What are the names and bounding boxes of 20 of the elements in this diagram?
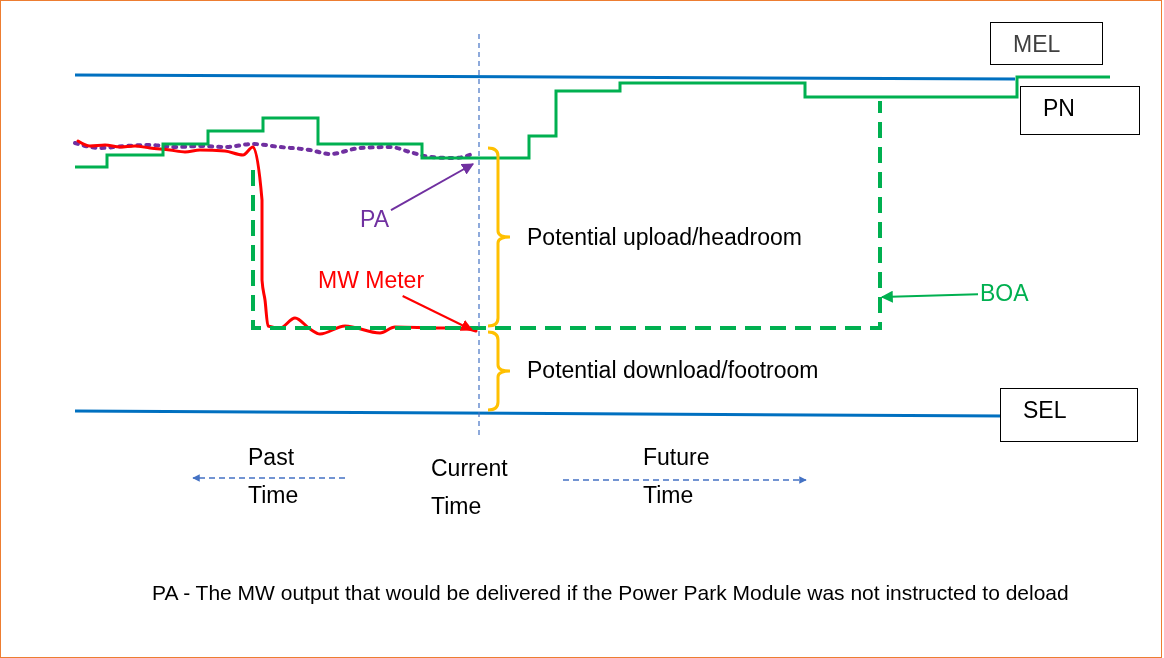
series-label: MW Meter (318, 267, 425, 294)
time-label: Past Time (248, 443, 300, 510)
time-label: Current Time (431, 454, 509, 521)
limit-name: SEL (1023, 397, 1068, 424)
limit-label-box (1020, 86, 1140, 135)
series-label: BOA (980, 280, 1029, 307)
mw-meter-line (76, 139, 478, 336)
limit-label-box (990, 22, 1103, 65)
series-label: PA (360, 206, 389, 233)
range-label: Potential upload/headroom (527, 223, 803, 252)
time-label: Future Time (643, 443, 711, 510)
leader-arrow (401, 295, 474, 331)
footnote-text: PA - The MW output that would be delivered if the Power Park Module was not instructed to deload (152, 580, 1070, 606)
leader-arrow (390, 163, 475, 212)
limit-name: MEL (1013, 31, 1062, 58)
leader-arrow (880, 290, 979, 303)
limit-name: PN (1043, 95, 1076, 122)
limit-label-box (1000, 388, 1138, 442)
range-label: Potential download/footroom (527, 356, 820, 385)
boa-dashed-line (251, 101, 882, 330)
